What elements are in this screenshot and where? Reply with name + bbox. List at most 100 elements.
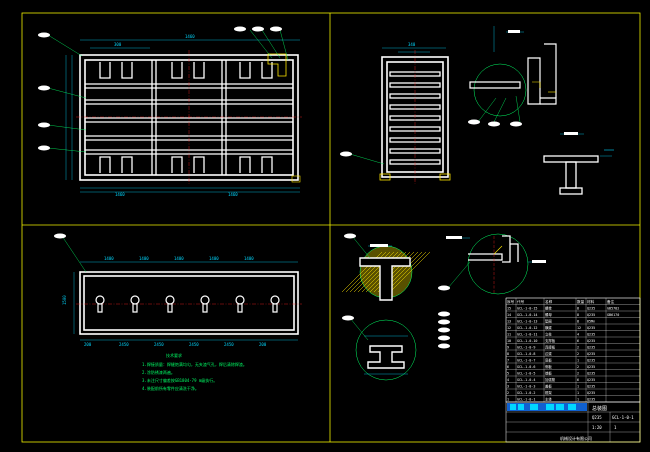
callout-balloon[interactable] <box>234 26 246 32</box>
parts-list-cell: GCL-1-0-7 <box>517 359 535 363</box>
callout-balloon[interactable] <box>438 335 450 341</box>
detail-lower-circle[interactable] <box>342 315 417 381</box>
drawing-frame <box>21 12 641 443</box>
note-line-2: 2.涂防锈漆两遍。 <box>142 369 175 375</box>
callout-balloon[interactable] <box>438 327 450 333</box>
parts-list-header: 材料 <box>587 299 595 304</box>
parts-list-cell: 框架 <box>545 390 552 395</box>
side-balloon-stack[interactable] <box>438 311 450 349</box>
lower-dims <box>364 335 408 375</box>
parts-list-header: 备注 <box>607 299 615 304</box>
parts-list-cell: 6 <box>577 339 579 343</box>
parts-list-cell: 2 <box>577 365 579 369</box>
callout-balloon[interactable] <box>342 315 354 321</box>
corner-leader <box>447 261 471 289</box>
top-brackets <box>99 62 273 173</box>
section-detail-ibeam[interactable] <box>543 132 614 195</box>
bottom-pitch-dim: 1400 <box>139 256 149 261</box>
callout-balloon[interactable] <box>438 319 450 325</box>
parts-list-header: 名称 <box>545 299 553 304</box>
parts-list-cell: Q235 <box>587 385 595 389</box>
keyhole-slot-neck <box>132 303 138 313</box>
callout-balloon[interactable] <box>54 233 66 239</box>
callout-balloon[interactable] <box>438 343 450 349</box>
callout-balloon[interactable] <box>38 85 50 91</box>
top-callout-balloons[interactable] <box>38 26 282 151</box>
parts-list-cell: 5 <box>507 372 509 376</box>
parts-list-cell: 盖板 <box>545 384 552 389</box>
parts-list-cell: Q235 <box>587 307 595 311</box>
callout-balloon[interactable] <box>252 26 264 32</box>
parts-list-cell: Q235 <box>587 391 595 395</box>
hatch-line <box>389 251 431 293</box>
callout-balloon[interactable] <box>488 121 500 127</box>
top-corner-detail <box>267 53 287 77</box>
parts-list-cell: 15 <box>507 307 511 311</box>
parts-list-cell: Q235 <box>587 346 595 350</box>
parts-list-cell: GCL-1-0-3 <box>517 385 535 389</box>
parts-list-header: 数量 <box>577 299 585 304</box>
parts-list-cell: 3 <box>507 385 509 389</box>
parts-list-cell: GCL-1-0-13 <box>517 320 537 324</box>
title-block[interactable]: 总装图 GCL-1-0-1 Q235 1:20 1 机械设计有限公司 <box>505 401 641 443</box>
parts-list-header: 代号 <box>517 299 525 304</box>
detail-welds <box>532 81 556 93</box>
keyhole-slot-neck <box>237 303 243 313</box>
title-company: 机械设计有限公司 <box>560 435 592 441</box>
parts-list-cell: Q235 <box>587 359 595 363</box>
callout-balloon[interactable] <box>38 32 50 38</box>
parts-list-cell: GCL-1-0-1 <box>517 398 535 402</box>
parts-list-cell: GCL-1-0-6 <box>517 365 535 369</box>
parts-list-cell: Q235 <box>587 372 595 376</box>
keyhole-slot-neck <box>97 303 103 313</box>
parts-list-cell: 1 <box>577 359 579 363</box>
parts-list-cell: GCL-1-0-5 <box>517 372 535 376</box>
section-detail-upper[interactable] <box>468 26 557 127</box>
bottom-plate <box>79 271 299 335</box>
top-view[interactable]: 1460 300 1460 1460 <box>38 26 302 198</box>
callout-balloon[interactable] <box>438 311 450 317</box>
parts-list-header: 序号 <box>507 299 515 304</box>
callout-balloon[interactable] <box>270 26 282 32</box>
parts-list-cell: 主体 <box>545 397 552 402</box>
top-bracket-upper <box>239 62 251 79</box>
detail-leaders <box>477 95 521 123</box>
parts-list-cell: 垫圈 <box>545 319 552 324</box>
callout-balloon[interactable] <box>38 145 50 151</box>
top-seg-dim-2: 1460 <box>228 192 238 197</box>
top-bracket-lower <box>171 156 183 173</box>
detail-corner-circle[interactable] <box>438 233 546 295</box>
parts-list-cell: 8 <box>507 352 509 356</box>
side-view[interactable]: 340 <box>340 42 451 184</box>
detail-hatched-circle[interactable] <box>341 233 431 301</box>
parts-list-cell: Q235 <box>587 339 595 343</box>
top-view-dimensions <box>65 39 300 193</box>
top-centerlines <box>76 50 302 184</box>
callout-balloon[interactable] <box>340 151 352 157</box>
note-line-4: 4.装配前所有零件应清洗干净。 <box>142 385 199 391</box>
corner-label-box-right <box>532 260 546 263</box>
parts-list-cell: 螺母 <box>545 312 552 317</box>
callout-balloon[interactable] <box>38 122 50 128</box>
parts-list-cell: GCL-1-0-15 <box>517 307 537 311</box>
bottom-pitch-dim: 1400 <box>174 256 184 261</box>
bottom-pitch-dim: 1400 <box>104 256 114 261</box>
callout-balloon[interactable] <box>510 121 522 127</box>
side-feet <box>379 173 451 181</box>
title-material: Q235 <box>592 415 602 420</box>
callout-balloon[interactable] <box>468 119 480 125</box>
corner-profile <box>468 235 519 263</box>
parts-list-cell: GB6170 <box>607 313 619 317</box>
bottom-lower-dim: 200 <box>84 342 92 347</box>
lower-circle <box>355 319 417 381</box>
detail-label-box <box>508 30 520 33</box>
callout-balloon[interactable] <box>344 233 356 239</box>
parts-list-cell: 6 <box>577 378 579 382</box>
keyhole-slot-head <box>200 295 210 305</box>
parts-list-cell: 1 <box>577 391 579 395</box>
callout-balloon[interactable] <box>438 285 450 291</box>
